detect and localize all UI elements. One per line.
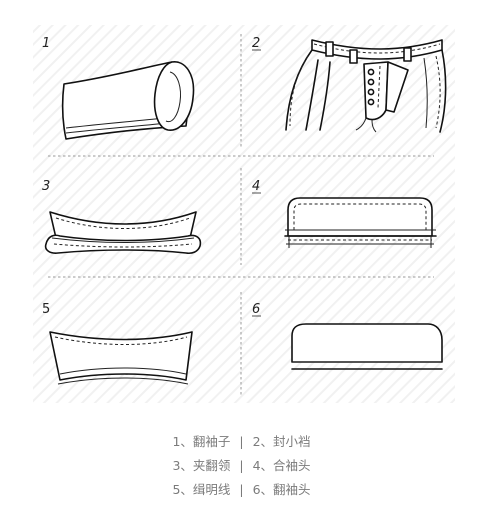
trouser-crotch-illustration (285, 39, 447, 133)
collar-sandwiching-illustration (44, 211, 202, 255)
caption-row-3: 5、缉明线 | 6、翻袖头 (0, 478, 483, 502)
caption-separator: | (239, 458, 244, 473)
caption-block: 1、翻袖子 | 2、封小裆 3、夹翻领 | 4、合袖头 5、缉明线 | 6、翻袖头 (0, 430, 483, 502)
caption-row-2: 3、夹翻领 | 4、合袖头 (0, 454, 483, 478)
caption-4: 4、合袖头 (252, 458, 311, 473)
caption-2: 2、封小裆 (252, 434, 311, 449)
caption-separator: | (239, 434, 244, 449)
panel-number-1: 1 (42, 36, 50, 51)
cuff-turning-illustration (291, 323, 443, 370)
caption-separator: | (239, 482, 244, 497)
panel-number-4: 4 (252, 179, 260, 194)
caption-1: 1、翻袖子 (172, 434, 231, 449)
cuff-joining-illustration (284, 197, 437, 248)
sleeve-turning-illustration (61, 61, 195, 140)
topstitching-illustration (49, 331, 193, 385)
panel-number-3: 3 (42, 179, 50, 194)
caption-5: 5、缉明线 (172, 482, 231, 497)
panel-number-6: 6 (252, 302, 260, 317)
caption-3: 3、夹翻领 (172, 458, 231, 473)
caption-6: 6、翻袖头 (252, 482, 311, 497)
caption-row-1: 1、翻袖子 | 2、封小裆 (0, 430, 483, 454)
panel-number-5: 5 (42, 302, 50, 317)
panel-number-2: 2 (252, 36, 260, 51)
